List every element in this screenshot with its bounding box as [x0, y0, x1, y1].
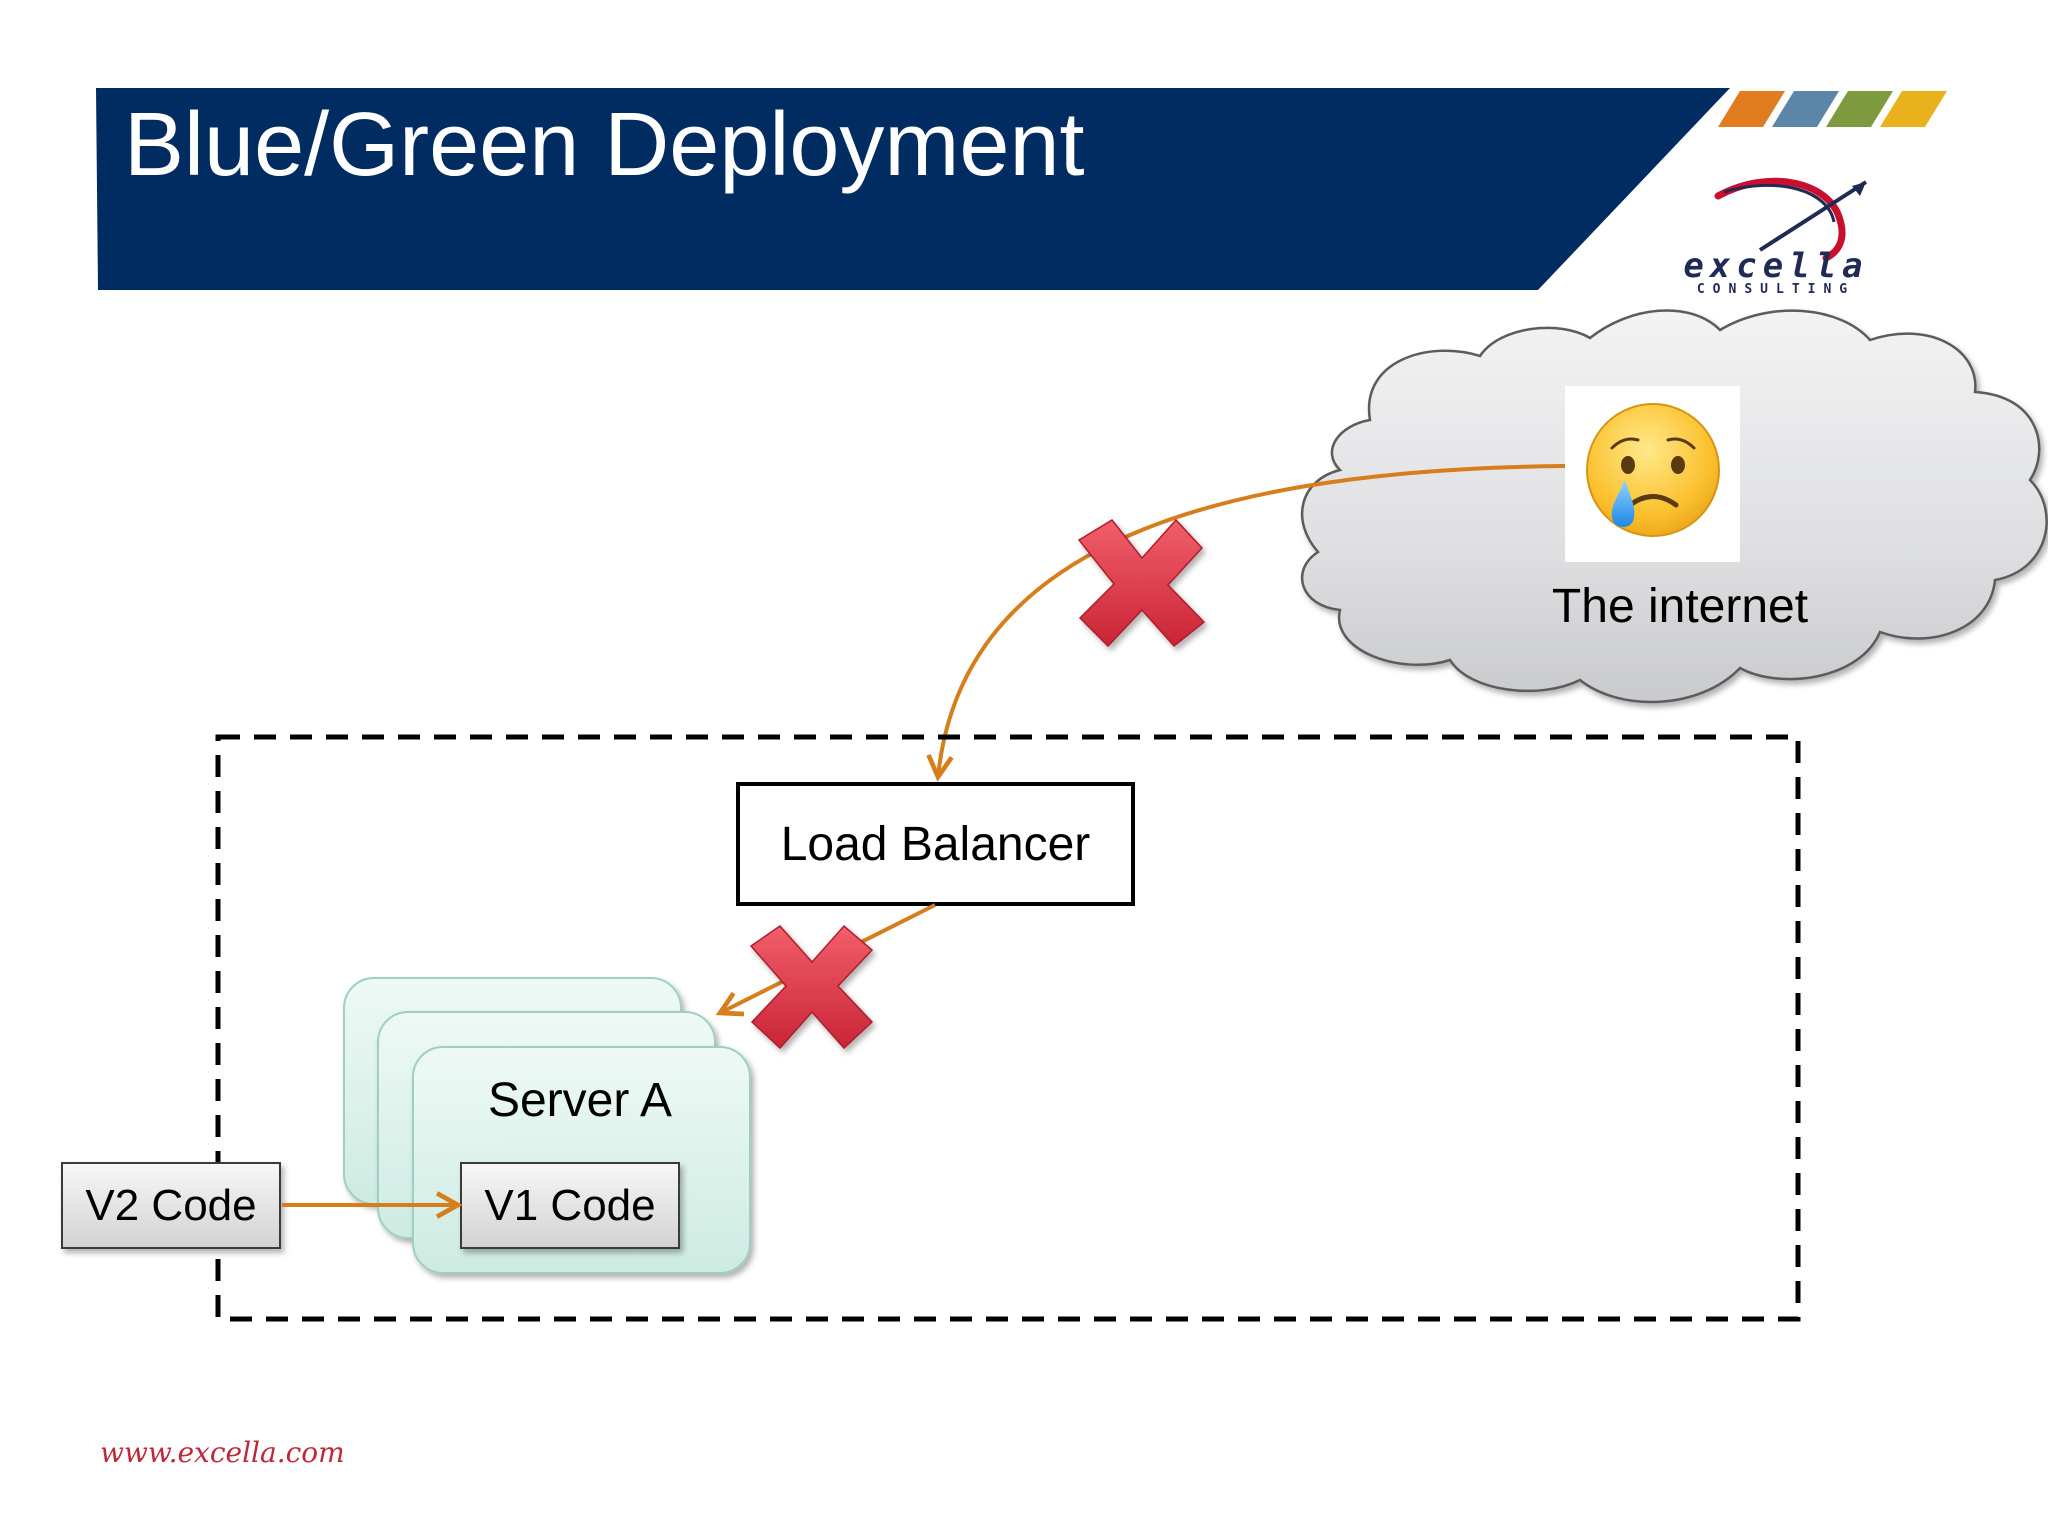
logo-tagline: CONSULTING: [1696, 282, 1856, 297]
footer-url[interactable]: www.excella.com: [100, 1436, 345, 1469]
blocked-x-icon-internet: [1077, 518, 1206, 648]
v1-code-label: V1 Code: [484, 1180, 656, 1230]
logo-name: excella: [1683, 246, 1869, 286]
v2-code-label: V2 Code: [85, 1180, 257, 1230]
datacenter-boundary: [215, 734, 1801, 1322]
excella-logo-mark: [1714, 177, 1868, 262]
load-balancer-box: [736, 782, 1135, 906]
blocked-x-icon-server: [749, 924, 874, 1050]
v2-code-box: [61, 1162, 281, 1249]
internet-label: The internet: [1551, 579, 1809, 633]
server-a-label: Server A: [487, 1073, 673, 1127]
title-banner: [96, 88, 1730, 290]
brand-stripes: [1718, 91, 1947, 127]
crying-face-icon: [1586, 403, 1720, 537]
load-balancer-label: Load Balancer: [780, 817, 1091, 871]
slide-title: Blue/Green Deployment: [124, 95, 1085, 195]
